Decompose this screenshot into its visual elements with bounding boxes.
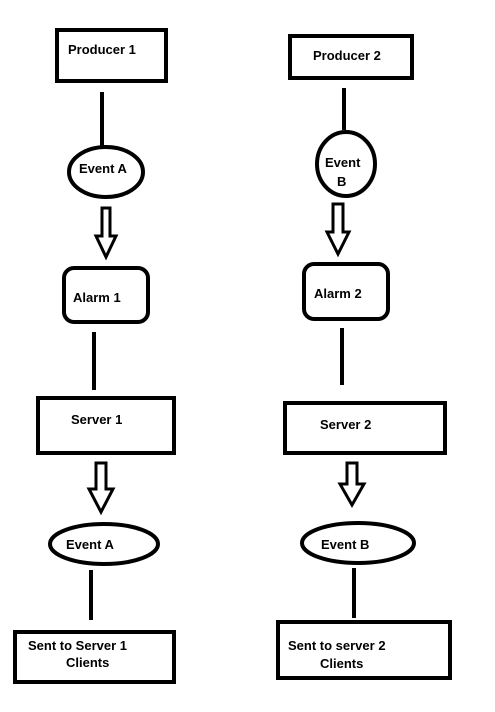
output-2-box [276,620,452,680]
server-2-box [283,401,447,455]
output-1-box [13,630,176,684]
event-b-label-line2: B [337,174,346,189]
alarm-2-box [302,262,390,321]
output-2-label-line2: Clients [320,656,363,671]
event-b-output-node [300,521,416,565]
producer-2-box [288,34,414,80]
event-a-label: Event A [79,161,128,176]
producer-1-label: Producer 1 [68,42,136,57]
alarm-1-box [62,266,150,324]
server-2-label: Server 2 [320,417,371,432]
server-1-box [36,396,176,455]
left-flow: Producer 1 Event A Alarm 1 Server 1 Even… [13,28,176,684]
producer-2-label: Producer 2 [313,48,381,63]
arrow-eventB-alarm2 [324,202,352,258]
arrow-server1-eventA [86,461,116,516]
event-a-node [67,145,145,199]
event-b-output-label: Event B [321,537,369,552]
output-1-label-line2: Clients [66,655,109,670]
arrow-eventA-alarm1 [93,206,119,261]
event-b-node [315,130,377,198]
alarm-2-label: Alarm 2 [314,286,362,301]
output-1-label-line1: Sent to Server 1 [28,638,127,653]
right-flow: Producer 2 Event B Alarm 2 Server 2 Even… [276,34,452,680]
event-b-label-line1: Event [325,155,361,170]
arrow-server2-eventB [337,461,367,509]
producer-1-box [55,28,168,83]
output-2-label-line1: Sent to server 2 [288,638,386,653]
alarm-1-label: Alarm 1 [73,290,121,305]
server-1-label: Server 1 [71,412,122,427]
event-a-output-node [48,522,160,566]
event-a-output-label: Event A [66,537,115,552]
